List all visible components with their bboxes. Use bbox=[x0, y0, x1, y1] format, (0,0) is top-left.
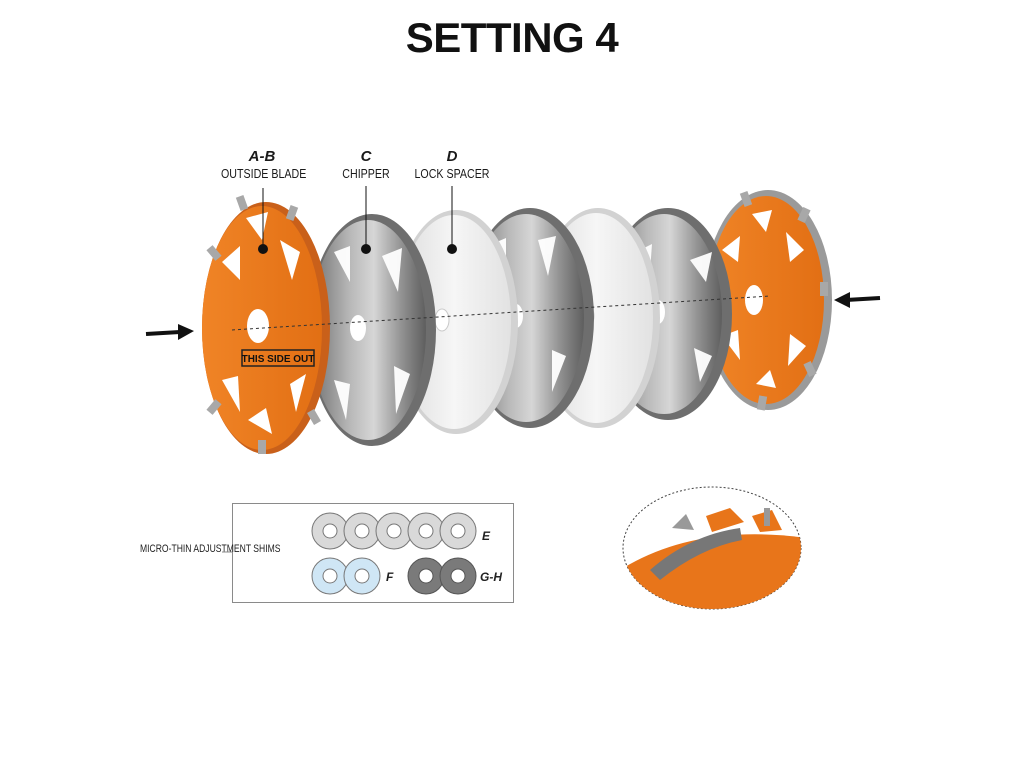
shim-f bbox=[343, 557, 381, 595]
outside-blade-right bbox=[704, 190, 832, 411]
shim-e bbox=[439, 512, 477, 550]
label-outside-blade-text: OUTSIDE BLADE bbox=[221, 166, 307, 181]
arrow-right-icon bbox=[145, 324, 194, 340]
label-chipper: C CHIPPER bbox=[326, 148, 406, 182]
label-lock-spacer: D LOCK SPACER bbox=[402, 148, 502, 182]
callout-dot-chipper bbox=[361, 244, 371, 254]
shim-e bbox=[407, 512, 445, 550]
callout-leaders bbox=[262, 186, 453, 246]
shim-label-e: E bbox=[482, 529, 491, 543]
shim-gh bbox=[407, 557, 445, 595]
chipper-left bbox=[308, 214, 436, 446]
shim-e bbox=[311, 512, 349, 550]
shims-caption: MICRO-THIN ADJUSTMENT SHIMS bbox=[140, 543, 281, 555]
label-chipper-key: C bbox=[360, 148, 372, 165]
callout-dot-lock-spacer bbox=[447, 244, 457, 254]
callout-dot-outside-blade bbox=[258, 244, 268, 254]
shim-gh bbox=[439, 557, 477, 595]
label-outside-blade: A-B OUTSIDE BLADE bbox=[212, 148, 312, 182]
shim-e bbox=[343, 512, 381, 550]
label-lock-spacer-key: D bbox=[446, 148, 458, 165]
shim-e bbox=[375, 512, 413, 550]
arrow-left-icon bbox=[834, 292, 881, 308]
page-title: SETTING 4 bbox=[405, 14, 619, 61]
shim-f bbox=[311, 557, 349, 595]
label-outside-blade-key: A-B bbox=[248, 148, 276, 165]
label-lock-spacer-text: LOCK SPACER bbox=[414, 166, 490, 181]
shim-e-group bbox=[311, 512, 477, 550]
shim-f-group bbox=[311, 557, 381, 595]
this-side-out-stamp: THIS SIDE OUT bbox=[242, 354, 315, 365]
shim-gh-group bbox=[407, 557, 477, 595]
shim-label-gh: G-H bbox=[480, 570, 502, 584]
label-chipper-text: CHIPPER bbox=[342, 166, 390, 181]
shim-label-f: F bbox=[386, 570, 394, 584]
